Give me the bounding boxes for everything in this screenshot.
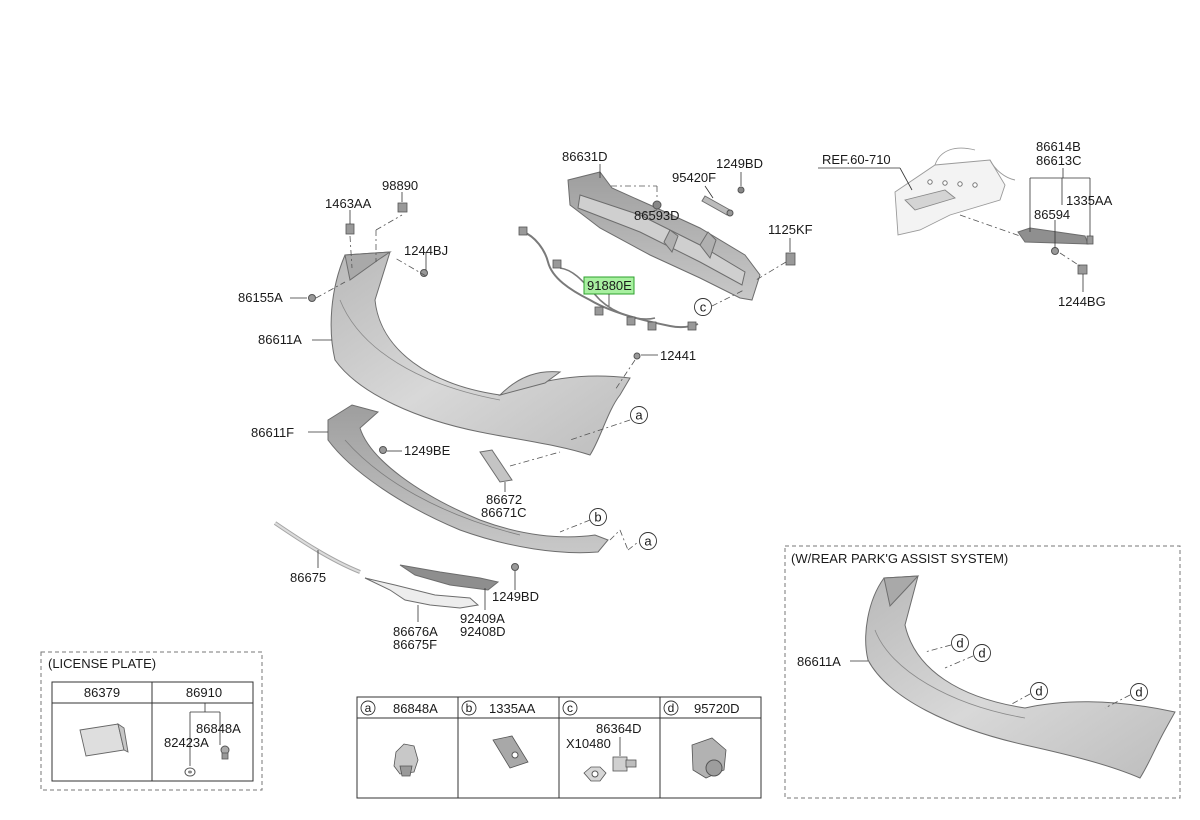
label-86155a: 86155A: [238, 290, 283, 305]
label-86611f: 86611F: [251, 425, 294, 440]
label-86675: 86675: [290, 570, 326, 585]
reflector-bracket: [479, 449, 513, 483]
label-1249be: 1249BE: [404, 443, 451, 458]
license-sub-82423a: 82423A: [164, 735, 209, 750]
callout-a-text: a: [635, 408, 643, 423]
park-box-title: (W/REAR PARK'G ASSIST SYSTEM): [791, 551, 1008, 566]
label-86614b: 86614B: [1036, 139, 1081, 154]
license-washer-icon: [184, 767, 196, 777]
stud-icon: [612, 756, 637, 772]
callout-d-text: d: [978, 646, 985, 661]
label-1249bd-low: 1249BD: [492, 589, 539, 604]
sensor-callout-d4: d: [1130, 683, 1148, 701]
label-1244bj: 1244BJ: [404, 243, 448, 258]
sensor-callout-d2: d: [973, 644, 991, 662]
label-92408d: 92408D: [460, 624, 506, 639]
body-ref-panel: [894, 147, 1016, 236]
rear-bumper-lower: [327, 404, 609, 554]
callout-d-text: d: [1135, 685, 1142, 700]
license-box-title: (LICENSE PLATE): [48, 656, 156, 671]
label-98890: 98890: [382, 178, 418, 193]
callout-b-text: b: [594, 510, 601, 525]
label-86593d: 86593D: [634, 208, 680, 223]
label-86671c: 86671C: [481, 505, 527, 520]
callout-a-lower: a: [639, 532, 657, 550]
label-1335aa-top: 1335AA: [1066, 193, 1113, 208]
sensor-callout-d1: d: [951, 634, 969, 652]
rear-bumper-cover: [330, 251, 631, 456]
parking-sensor-wiring: [518, 226, 699, 331]
molding-86675: [273, 521, 361, 574]
legend-table: a 86848A b 1335AA c d 95720D 86364D X104…: [356, 696, 762, 799]
label-ref-60-710: REF.60-710: [822, 152, 891, 167]
license-plate-box: (LICENSE PLATE) 86379 86910 86848A 82423…: [40, 651, 263, 791]
legend-circle-d: d: [668, 701, 675, 715]
license-screw-icon: [220, 745, 230, 760]
callout-d-text: d: [956, 636, 963, 651]
park-assist-box: (W/REAR PARK'G ASSIST SYSTEM) 86611A d d…: [784, 545, 1181, 799]
beam-bolt: [652, 186, 796, 266]
license-col1: 86379: [84, 685, 120, 700]
legend-b-part: 1335AA: [489, 701, 536, 716]
legend-circle-a: a: [365, 701, 372, 715]
label-1125kf: 1125KF: [768, 222, 813, 237]
lower-fasteners: [379, 446, 519, 571]
legend-circle-c: c: [567, 701, 573, 715]
reflector-92409a: [399, 564, 500, 591]
callout-b: b: [589, 508, 607, 526]
label-86676a: 86676A: [393, 624, 438, 639]
callout-d-text: d: [1035, 684, 1042, 699]
license-col2: 86910: [186, 685, 222, 700]
park-box-part: 86611A: [797, 654, 841, 669]
hex-nut-icon: [583, 766, 607, 782]
label-1249bd-top: 1249BD: [716, 156, 763, 171]
sensor-bracket-95420f: [701, 195, 734, 217]
callout-c: c: [694, 298, 712, 316]
label-1244bg: 1244BG: [1058, 294, 1106, 309]
label-92409a: 92409A: [460, 611, 505, 626]
label-86631d: 86631D: [562, 149, 608, 164]
label-91880e: 91880E: [587, 278, 632, 293]
sensor-callout-d3: d: [1030, 682, 1048, 700]
legend-d-part: 95720D: [694, 701, 740, 716]
label-86675f: 86675F: [393, 637, 437, 652]
label-1463aa: 1463AA: [325, 196, 372, 211]
callout-c-text: c: [700, 300, 707, 315]
license-lamp-icon: [79, 722, 129, 757]
label-86672: 86672: [486, 492, 522, 507]
label-12441: 12441: [660, 348, 696, 363]
label-86613c: 86613C: [1036, 153, 1082, 168]
rear-bumper-beam: [567, 171, 761, 301]
callout-a-upper: a: [630, 406, 648, 424]
label-86611a: 86611A: [258, 332, 302, 347]
legend-circle-b: b: [466, 701, 473, 715]
label-95420f: 95420F: [672, 170, 716, 185]
license-sub-86848a: 86848A: [196, 721, 241, 736]
parking-sensor-icon: [691, 737, 727, 779]
side-support-bracket: [1017, 227, 1094, 275]
legend-a-part: 86848A: [393, 701, 438, 716]
nut-clip-icon: [492, 735, 529, 769]
legend-c-top: 86364D: [596, 721, 642, 736]
clip-icon: [393, 743, 419, 777]
label-86594: 86594: [1034, 207, 1070, 222]
garnish-86676a: [364, 577, 480, 609]
callout-a-text: a: [644, 534, 652, 549]
legend-c-left: X10480: [566, 736, 611, 751]
